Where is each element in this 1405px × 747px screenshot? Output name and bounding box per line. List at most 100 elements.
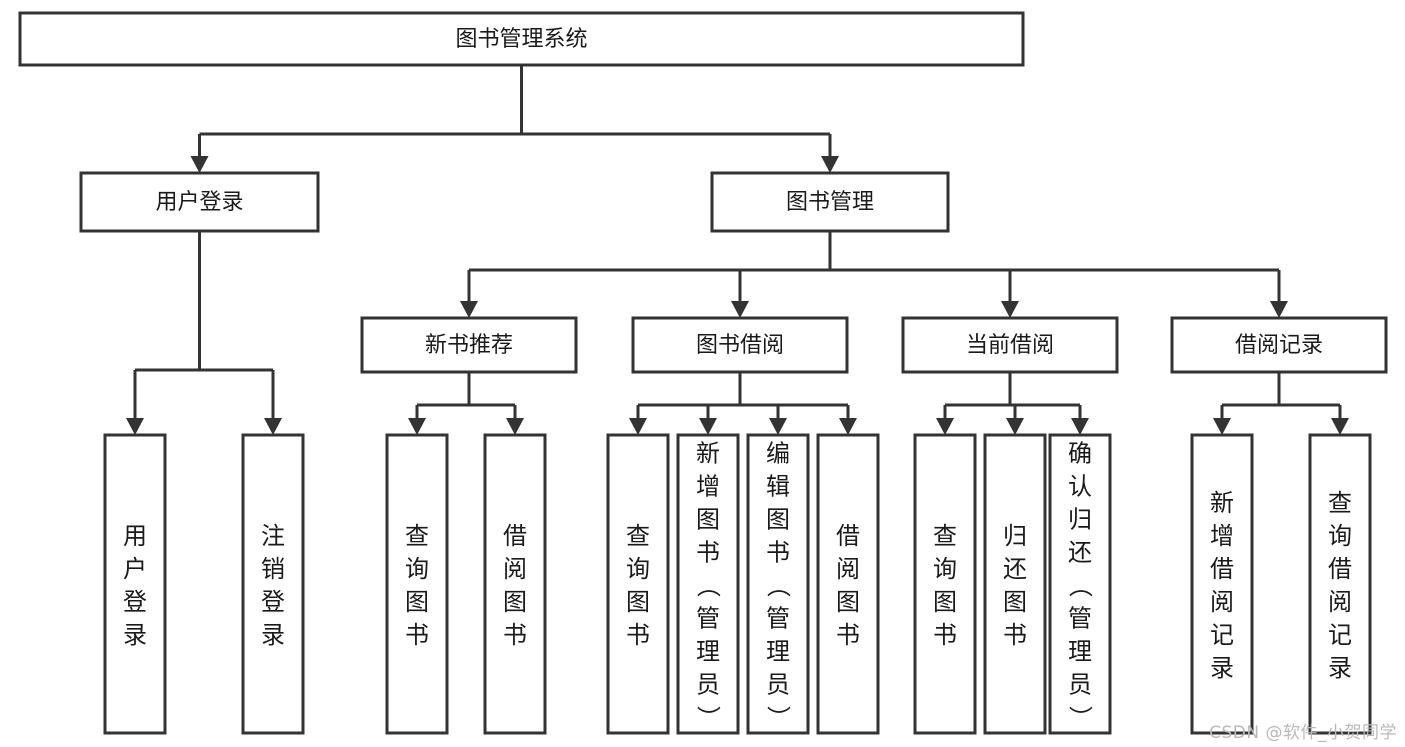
leaf-edge-新书推荐-0-arrowhead (408, 418, 426, 435)
leaf-node-label-4-char: 图 (626, 588, 650, 616)
node-box-outline[interactable] (676, 433, 740, 735)
node-box-outline[interactable] (710, 171, 950, 233)
leaf-node-label-8-char: 询 (933, 555, 957, 583)
leaf-node-label-10-char: 员 (1068, 671, 1092, 699)
leaf-node-label-5-char: ） (694, 706, 722, 730)
node-box[interactable]: 用户登录 (79, 171, 320, 233)
leaf-node-label-0-char: 用 (123, 522, 147, 550)
node-box-outline[interactable] (1308, 433, 1372, 735)
leaf-node-label-9-char: 归 (1003, 522, 1027, 550)
leaf-node-label-6-char: 管 (766, 605, 790, 633)
node-box-outline[interactable] (79, 171, 320, 233)
node-box[interactable]: 图书借阅 (631, 316, 849, 374)
leaf-edge-借阅记录-0-arrowhead (1213, 418, 1231, 435)
connector-lines (126, 65, 1349, 435)
leaf-node-label-12-char: 阅 (1328, 588, 1352, 616)
node-box-outline[interactable] (360, 316, 578, 374)
node-box-outline[interactable] (483, 433, 547, 735)
leaf-node-label-11-char: 借 (1210, 555, 1234, 583)
leaf-node-label-6-char: ） (764, 706, 792, 730)
leaf-node-label-6-char: 编 (766, 440, 790, 468)
leaf-edge-图书借阅-0-arrowhead (629, 418, 647, 435)
node-box-outline[interactable] (913, 433, 977, 735)
leaf-node-label-3-char: 书 (503, 621, 527, 649)
leaf-node-label-6-char: 书 (766, 539, 790, 567)
node-box[interactable]: 当前借阅 (901, 316, 1119, 374)
node-box-outline[interactable] (816, 433, 880, 735)
leaf-node-label-11-char: 增 (1210, 522, 1234, 550)
leaf-node-label-2-char: 询 (405, 555, 429, 583)
leaf-node-label-5-char: 新 (696, 440, 720, 468)
leaf-node-label-2-char: 图 (405, 588, 429, 616)
leaf-node-label-5-char: 理 (696, 638, 720, 666)
leaf-node-label-5-char: （ (694, 574, 722, 598)
level3-node-label-0: 新书推荐 (425, 333, 513, 358)
level3-node-label-2: 当前借阅 (966, 333, 1054, 358)
leaf-node-label-12-char: 录 (1328, 654, 1352, 682)
level2-edge-0-arrowhead (190, 156, 209, 173)
leaf-node-label-2-char: 查 (405, 522, 429, 550)
leaf-node-label-7-char: 图 (836, 588, 860, 616)
leaf-node-label-5-char: 员 (696, 671, 720, 699)
node-box-outline[interactable] (606, 433, 670, 735)
leaf-edge-用户登录-0-arrowhead (126, 418, 144, 435)
node-box[interactable]: 图书管理 (710, 171, 950, 233)
node-box[interactable]: 借阅记录 (1170, 316, 1388, 374)
leaf-node-label-0-char: 录 (123, 621, 147, 649)
leaf-node-label-7-char: 书 (836, 621, 860, 649)
leaf-node-label-1-char: 销 (261, 555, 285, 583)
leaf-node-label-12-char: 询 (1328, 522, 1352, 550)
leaf-node-label-6-char: 辑 (766, 473, 790, 501)
leaf-node-label-12-char: 查 (1328, 489, 1352, 517)
node-box-outline[interactable] (18, 11, 1025, 67)
leaf-edge-新书推荐-1-arrowhead (506, 418, 524, 435)
leaf-node-label-8-char: 书 (933, 621, 957, 649)
node-box-outline[interactable] (241, 433, 305, 735)
node-box[interactable]: 新书推荐 (360, 316, 578, 374)
leaf-node-label-3-char: 阅 (503, 555, 527, 583)
node-box[interactable]: 图书管理系统 (18, 11, 1025, 67)
node-box-outline[interactable] (1170, 316, 1388, 374)
leaf-node-label-1-char: 注 (261, 522, 285, 550)
root-node-label: 图书管理系统 (455, 27, 587, 52)
leaf-node-label-11-char: 新 (1210, 489, 1234, 517)
leaf-node-label-4-char: 查 (626, 522, 650, 550)
leaf-node-label-10-char: 还 (1068, 539, 1092, 567)
level3-edge-2-arrowhead (1001, 301, 1019, 318)
leaf-node-label-5-char: 增 (696, 473, 720, 501)
node-box-outline[interactable] (103, 433, 167, 735)
leaf-edge-用户登录-1-arrowhead (264, 418, 282, 435)
leaf-node-label-10-char: 确 (1068, 440, 1092, 468)
node-box-outline[interactable] (746, 433, 810, 735)
leaf-edge-图书借阅-3-arrowhead (839, 418, 857, 435)
leaf-node-label-5-char: 管 (696, 605, 720, 633)
leaf-node-label-6-char: （ (764, 574, 792, 598)
level3-edge-0-arrowhead (460, 301, 478, 318)
node-box-outline[interactable] (901, 316, 1119, 374)
node-box-outline[interactable] (983, 433, 1047, 735)
node-box[interactable]: 用户登录 (103, 433, 167, 735)
leaf-node-label-7-char: 借 (836, 522, 860, 550)
leaf-node-label-1-char: 登 (261, 588, 285, 616)
node-box-outline[interactable] (1048, 433, 1112, 735)
leaf-node-label-8-char: 图 (933, 588, 957, 616)
node-box-outline[interactable] (385, 433, 449, 735)
node-box-outline[interactable] (631, 316, 849, 374)
leaf-node-label-3-char: 借 (503, 522, 527, 550)
leaf-edge-当前借阅-2-arrowhead (1071, 418, 1089, 435)
leaf-node-label-10-char: 归 (1068, 506, 1092, 534)
node-box-outline[interactable] (1190, 433, 1254, 735)
